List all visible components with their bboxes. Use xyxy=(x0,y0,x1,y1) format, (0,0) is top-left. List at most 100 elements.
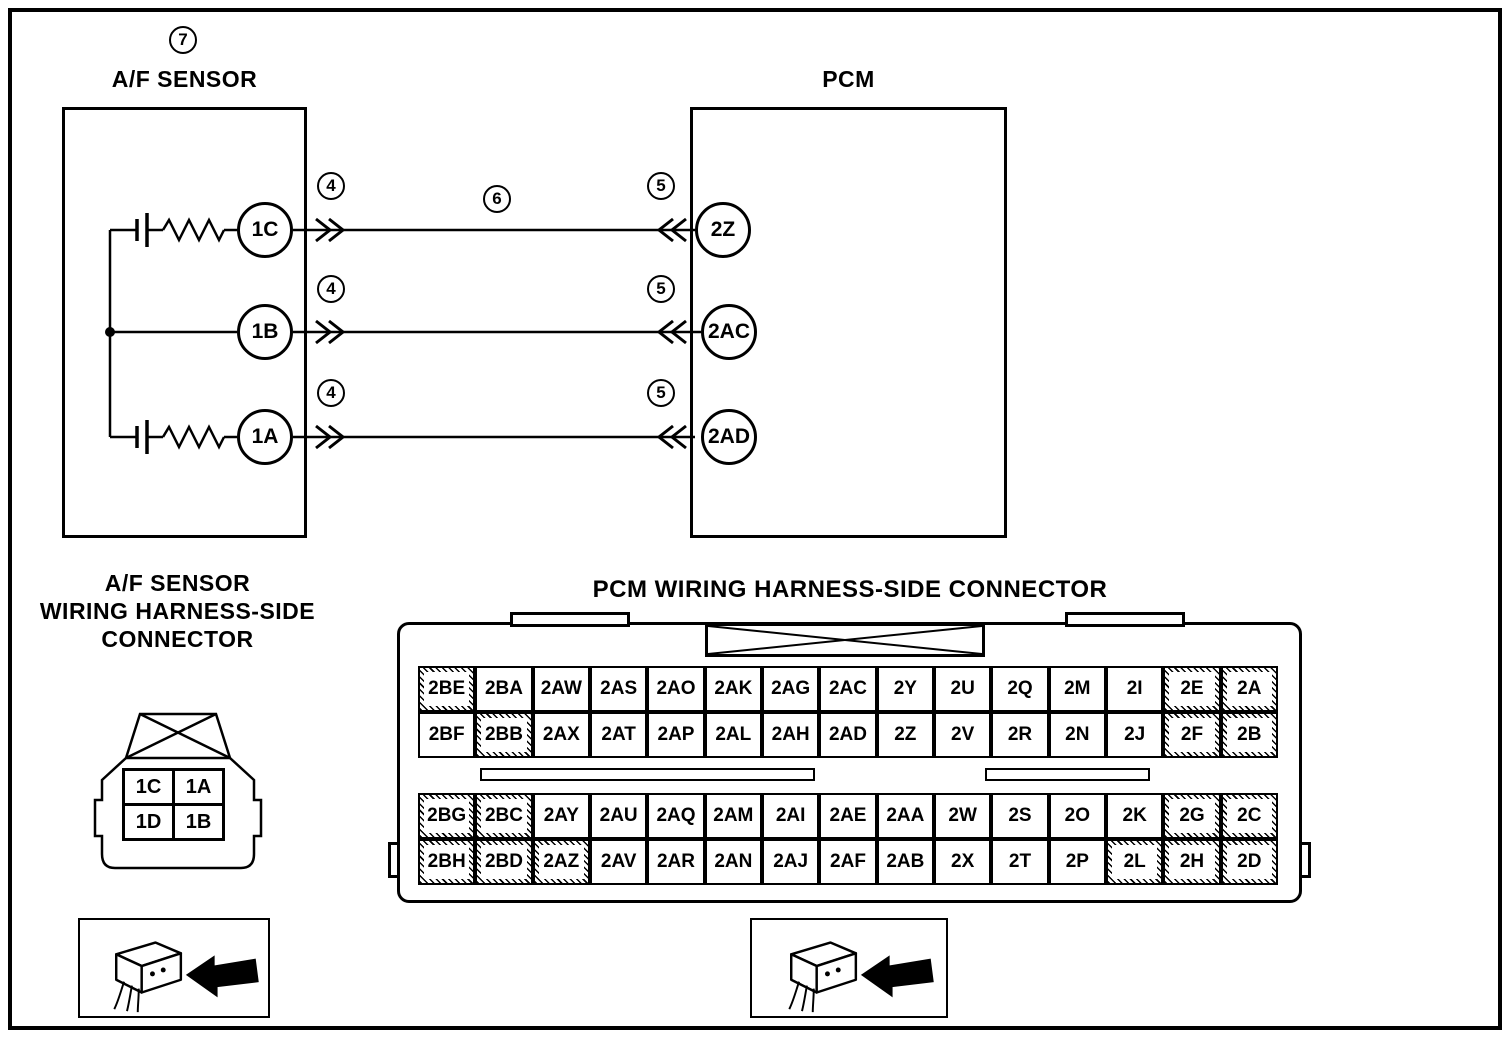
pcm-pin-label: 2AY xyxy=(534,795,588,837)
pcm-pin-label: 2AQ xyxy=(649,795,703,837)
pcm-pin-label: 2BH xyxy=(424,845,470,879)
pcm-pin-2BD: 2BD xyxy=(475,839,533,885)
pcm-pin-2G: 2G xyxy=(1163,793,1221,839)
af-connector-title-line1: A/F SENSOR xyxy=(104,570,251,596)
pcm-pin-label: 2O xyxy=(1050,795,1104,837)
ref-circle-5-wire3: 5 xyxy=(647,379,675,407)
pcm-pin-2AB: 2AB xyxy=(876,839,934,885)
pcm-pin-label: 2AD xyxy=(821,714,875,756)
pcm-pin-2BH: 2BH xyxy=(418,839,476,885)
pcm-pin-label: 2X xyxy=(935,841,990,883)
pin-circle-1A: 1A xyxy=(237,409,293,465)
pcm-connector-tab-right xyxy=(1065,612,1185,627)
pcm-pin-2BG: 2BG xyxy=(418,793,476,839)
pcm-pin-label: 2AB xyxy=(878,841,932,883)
pcm-pin-label: 2AR xyxy=(649,841,703,883)
pcm-pin-label: 2AM xyxy=(706,795,760,837)
pcm-pin-2AE: 2AE xyxy=(819,793,877,839)
pcm-pin-2T: 2T xyxy=(991,839,1049,885)
pcm-connector-title: PCM WIRING HARNESS-SIDE CONNECTOR xyxy=(592,576,1108,603)
pcm-pin-label: 2BF xyxy=(420,714,474,756)
heater-cell-symbol-top xyxy=(110,213,163,247)
pcm-pin-label: 2Z xyxy=(878,714,932,756)
pcm-pin-2AY: 2AY xyxy=(532,793,590,839)
pcm-pin-2AH: 2AH xyxy=(761,712,820,758)
pcm-pin-label: 2AW xyxy=(534,668,588,710)
af-connector-housing xyxy=(93,712,263,870)
af-pin-1B: 1B xyxy=(172,803,225,841)
pcm-pin-2AI: 2AI xyxy=(761,793,820,839)
pin-circle-1C: 1C xyxy=(237,202,293,258)
pcm-pin-label: 2AP xyxy=(649,714,703,756)
pcm-pin-label: 2F xyxy=(1169,718,1215,752)
pcm-pin-label: 2AV xyxy=(591,841,646,883)
pcm-pin-2AO: 2AO xyxy=(647,666,705,712)
pcm-pin-label: 2V xyxy=(935,714,990,756)
pcm-pin-label: 2E xyxy=(1169,672,1215,706)
pcm-pin-2AW: 2AW xyxy=(532,666,590,712)
pcm-pin-2J: 2J xyxy=(1105,712,1164,758)
pcm-connector-view-box xyxy=(750,918,948,1018)
pcm-pin-2D: 2D xyxy=(1220,839,1278,885)
ref-circle-5-wire1: 5 xyxy=(647,172,675,200)
pcm-pin-2Z: 2Z xyxy=(876,712,934,758)
pcm-pin-2AK: 2AK xyxy=(704,666,762,712)
pcm-pin-2AZ: 2AZ xyxy=(532,839,590,885)
connector-insertion-arrow-icon xyxy=(788,941,934,1013)
pcm-pin-label: 2AA xyxy=(878,795,932,837)
pcm-pin-label: 2K xyxy=(1107,795,1162,837)
pcm-connector-tab-left xyxy=(510,612,630,627)
heater-cell-symbol-bottom xyxy=(110,420,163,454)
pcm-pin-label: 2AO xyxy=(649,668,703,710)
pcm-pin-label: 2BE xyxy=(424,672,470,706)
pcm-pin-2C: 2C xyxy=(1220,793,1278,839)
pcm-pin-label: 2L xyxy=(1111,845,1158,879)
ref-circle-4-wire1: 4 xyxy=(317,172,345,200)
pcm-pin-2Q: 2Q xyxy=(991,666,1049,712)
pcm-pin-2AV: 2AV xyxy=(589,839,648,885)
pcm-pin-2BB: 2BB xyxy=(475,712,533,758)
af-connector-title-line3: CONNECTOR xyxy=(101,626,254,652)
pcm-pin-2O: 2O xyxy=(1048,793,1106,839)
housing-outline xyxy=(93,757,263,870)
page-border xyxy=(8,8,1502,1030)
pcm-connector-slot-right xyxy=(985,768,1150,781)
ref-circle-4-wire2: 4 xyxy=(317,275,345,303)
af-sensor-box xyxy=(62,107,307,538)
pcm-pin-2L: 2L xyxy=(1105,839,1164,885)
pcm-pin-2E: 2E xyxy=(1163,666,1221,712)
af-connector-view-box xyxy=(78,918,270,1018)
pcm-pin-label: 2H xyxy=(1169,845,1215,879)
pcm-pin-2AG: 2AG xyxy=(761,666,820,712)
pcm-pin-2A: 2A xyxy=(1220,666,1278,712)
pcm-pin-2F: 2F xyxy=(1163,712,1221,758)
pin-circle-2AD: 2AD xyxy=(701,409,757,465)
pcm-pin-2AR: 2AR xyxy=(647,839,705,885)
pcm-pin-label: 2D xyxy=(1226,845,1272,879)
pcm-pin-label: 2N xyxy=(1050,714,1104,756)
terminal-chevrons-left-icon xyxy=(315,217,346,450)
pcm-pin-label: 2Y xyxy=(878,668,932,710)
terminal-chevrons-right-icon xyxy=(656,217,687,450)
pcm-pin-2BE: 2BE xyxy=(418,666,476,712)
ref-circle-7: 7 xyxy=(169,26,197,54)
pcm-pin-2AN: 2AN xyxy=(704,839,762,885)
pcm-pin-2N: 2N xyxy=(1048,712,1106,758)
pcm-pin-label: 2AT xyxy=(591,714,646,756)
pcm-pin-2V: 2V xyxy=(933,712,992,758)
pcm-pin-2B: 2B xyxy=(1220,712,1278,758)
pin-circle-1B: 1B xyxy=(237,304,293,360)
pin-circle-2Z: 2Z xyxy=(695,202,751,258)
pcm-pin-label: 2BB xyxy=(481,718,527,752)
pcm-pin-2AL: 2AL xyxy=(704,712,762,758)
pcm-pin-2AJ: 2AJ xyxy=(761,839,820,885)
pcm-pin-label: 2AJ xyxy=(763,841,818,883)
af-sensor-title: A/F SENSOR xyxy=(111,66,258,92)
pcm-pin-label: 2AU xyxy=(591,795,646,837)
pin-circle-2AC: 2AC xyxy=(701,304,757,360)
af-pin-1A: 1A xyxy=(172,768,225,806)
pcm-pin-label: 2M xyxy=(1050,668,1104,710)
ref-circle-6-wire: 6 xyxy=(483,185,511,213)
pcm-pin-label: 2B xyxy=(1226,718,1272,752)
pcm-pin-2AM: 2AM xyxy=(704,793,762,839)
